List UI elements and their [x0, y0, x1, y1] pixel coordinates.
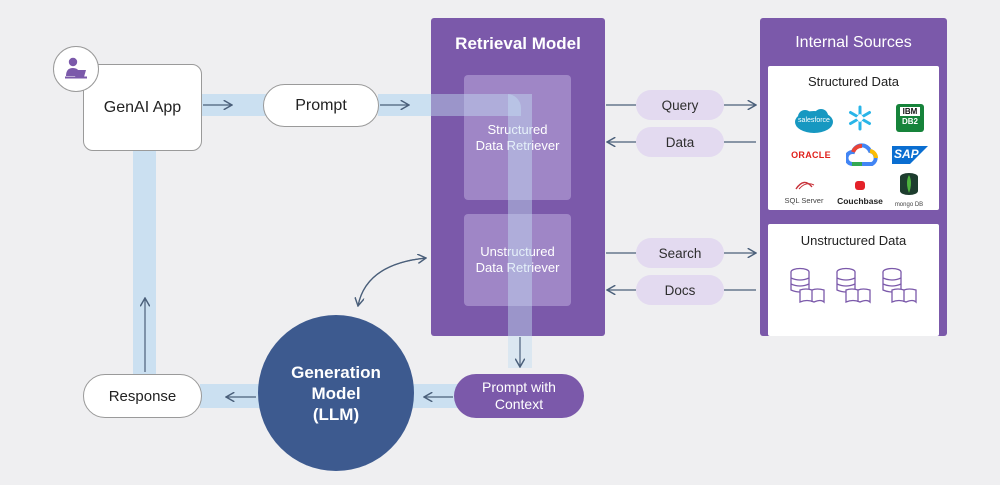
couchbase-logo: Couchbase — [834, 178, 886, 206]
flow-band-llm-to-context — [410, 384, 460, 408]
prompt-with-context-pill[interactable]: Prompt with Context — [454, 374, 584, 418]
generation-model-line1: Generation — [291, 362, 381, 382]
google-cloud-logo — [844, 143, 879, 167]
flow-band-vertical-left — [133, 148, 156, 380]
generation-model-circle[interactable]: Generation Model (LLM) — [258, 315, 414, 471]
sap-logo: SAP — [892, 146, 928, 164]
mongodb-logo: mongo DB — [894, 172, 924, 208]
generation-model-line3: (LLM) — [312, 404, 360, 424]
sap-logo-text: SAP — [894, 147, 919, 161]
prompt-pill[interactable]: Prompt — [263, 84, 379, 127]
salesforce-logo-text: salesforce — [798, 117, 830, 124]
snowflake-logo — [846, 104, 874, 132]
structured-retriever-line2: Data Retriever — [475, 137, 560, 153]
flow-band-app-to-prompt — [200, 94, 270, 116]
salesforce-logo: salesforce — [794, 108, 834, 134]
structured-data-title: Structured Data — [807, 74, 900, 89]
internal-sources-title: Internal Sources — [795, 34, 912, 51]
structured-retriever-line1: Structured — [487, 121, 548, 137]
unstructured-retriever-line2: Data Retriever — [475, 260, 560, 275]
structured-data-box: Structured Data salesforce IBM DB2 ORACL… — [768, 66, 939, 210]
data-pill: Data — [636, 127, 724, 157]
unstructured-data-title: Unstructured Data — [800, 233, 907, 248]
response-pill[interactable]: Response — [83, 374, 202, 418]
oracle-logo: ORACLE — [791, 150, 831, 160]
docs-pill: Docs — [636, 275, 724, 305]
unstructured-retriever-line1: Unstructured — [480, 244, 555, 259]
structured-data-retriever: Structured Data Retriever — [464, 75, 571, 200]
user-laptop-icon — [53, 46, 99, 92]
flow-band-through-retrieval — [508, 94, 532, 368]
couchbase-logo-text: Couchbase — [837, 196, 883, 206]
generation-model-line2: Model — [311, 383, 361, 403]
genai-app-box[interactable]: GenAI App — [83, 64, 202, 151]
unstructured-data-retriever: Unstructured Data Retriever — [464, 214, 571, 306]
genai-app-label: GenAI App — [103, 99, 182, 116]
retrieval-model-panel: Retrieval Model Structured Data Retrieve… — [431, 18, 605, 336]
search-pill: Search — [636, 238, 724, 268]
ibm-logo-text: IBM — [900, 107, 920, 116]
prompt-with-context-line1: Prompt with — [482, 379, 556, 395]
query-pill: Query — [636, 90, 724, 120]
prompt-with-context-line2: Context — [494, 396, 544, 412]
db2-logo-text: DB2 — [901, 117, 918, 126]
sql-server-logo-text: SQL Server — [784, 196, 824, 205]
flow-band-retrieval-horizontal — [431, 94, 521, 116]
mongodb-logo-text: mongo DB — [894, 202, 924, 208]
retrieval-model-title: Retrieval Model — [455, 34, 581, 53]
ibm-db2-logo: IBM DB2 — [896, 104, 924, 132]
sql-server-logo: SQL Server — [782, 178, 826, 205]
